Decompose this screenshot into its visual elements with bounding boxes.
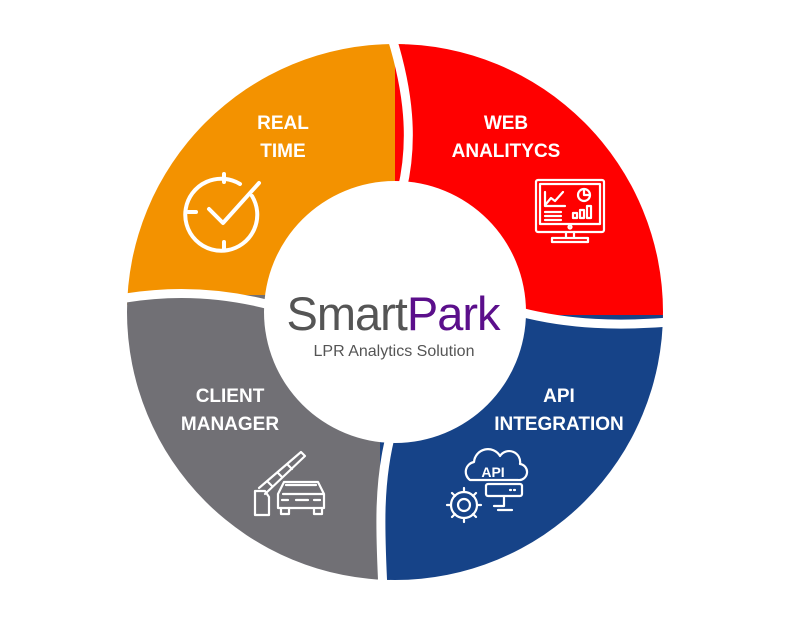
label-api-integration-2: INTEGRATION	[494, 414, 623, 435]
label-client-manager-1: CLIENT	[196, 386, 265, 407]
center-circle	[264, 181, 526, 443]
api-cloud-gear-icon: API	[445, 448, 529, 524]
label-api-integration-1: API	[543, 386, 575, 407]
brand-logo: SmartPark	[287, 287, 501, 340]
segment-gaps	[119, 36, 671, 591]
label-web-analytics-1: WEB	[484, 113, 528, 134]
monitor-dashboard-icon	[534, 178, 606, 244]
car-barrier-icon	[253, 450, 326, 517]
label-real-time-2: TIME	[260, 141, 305, 162]
brand-tagline: LPR Analytics Solution	[314, 343, 475, 360]
label-real-time-1: REAL	[257, 113, 309, 134]
label-web-analytics-2: ANALITYCS	[452, 141, 561, 162]
clock-check-icon	[183, 172, 261, 253]
brand-name-park: Park	[407, 287, 501, 340]
api-icon-text: API	[481, 464, 504, 480]
label-client-manager-2: MANAGER	[181, 414, 279, 435]
brand-name-smart: Smart	[287, 287, 408, 340]
